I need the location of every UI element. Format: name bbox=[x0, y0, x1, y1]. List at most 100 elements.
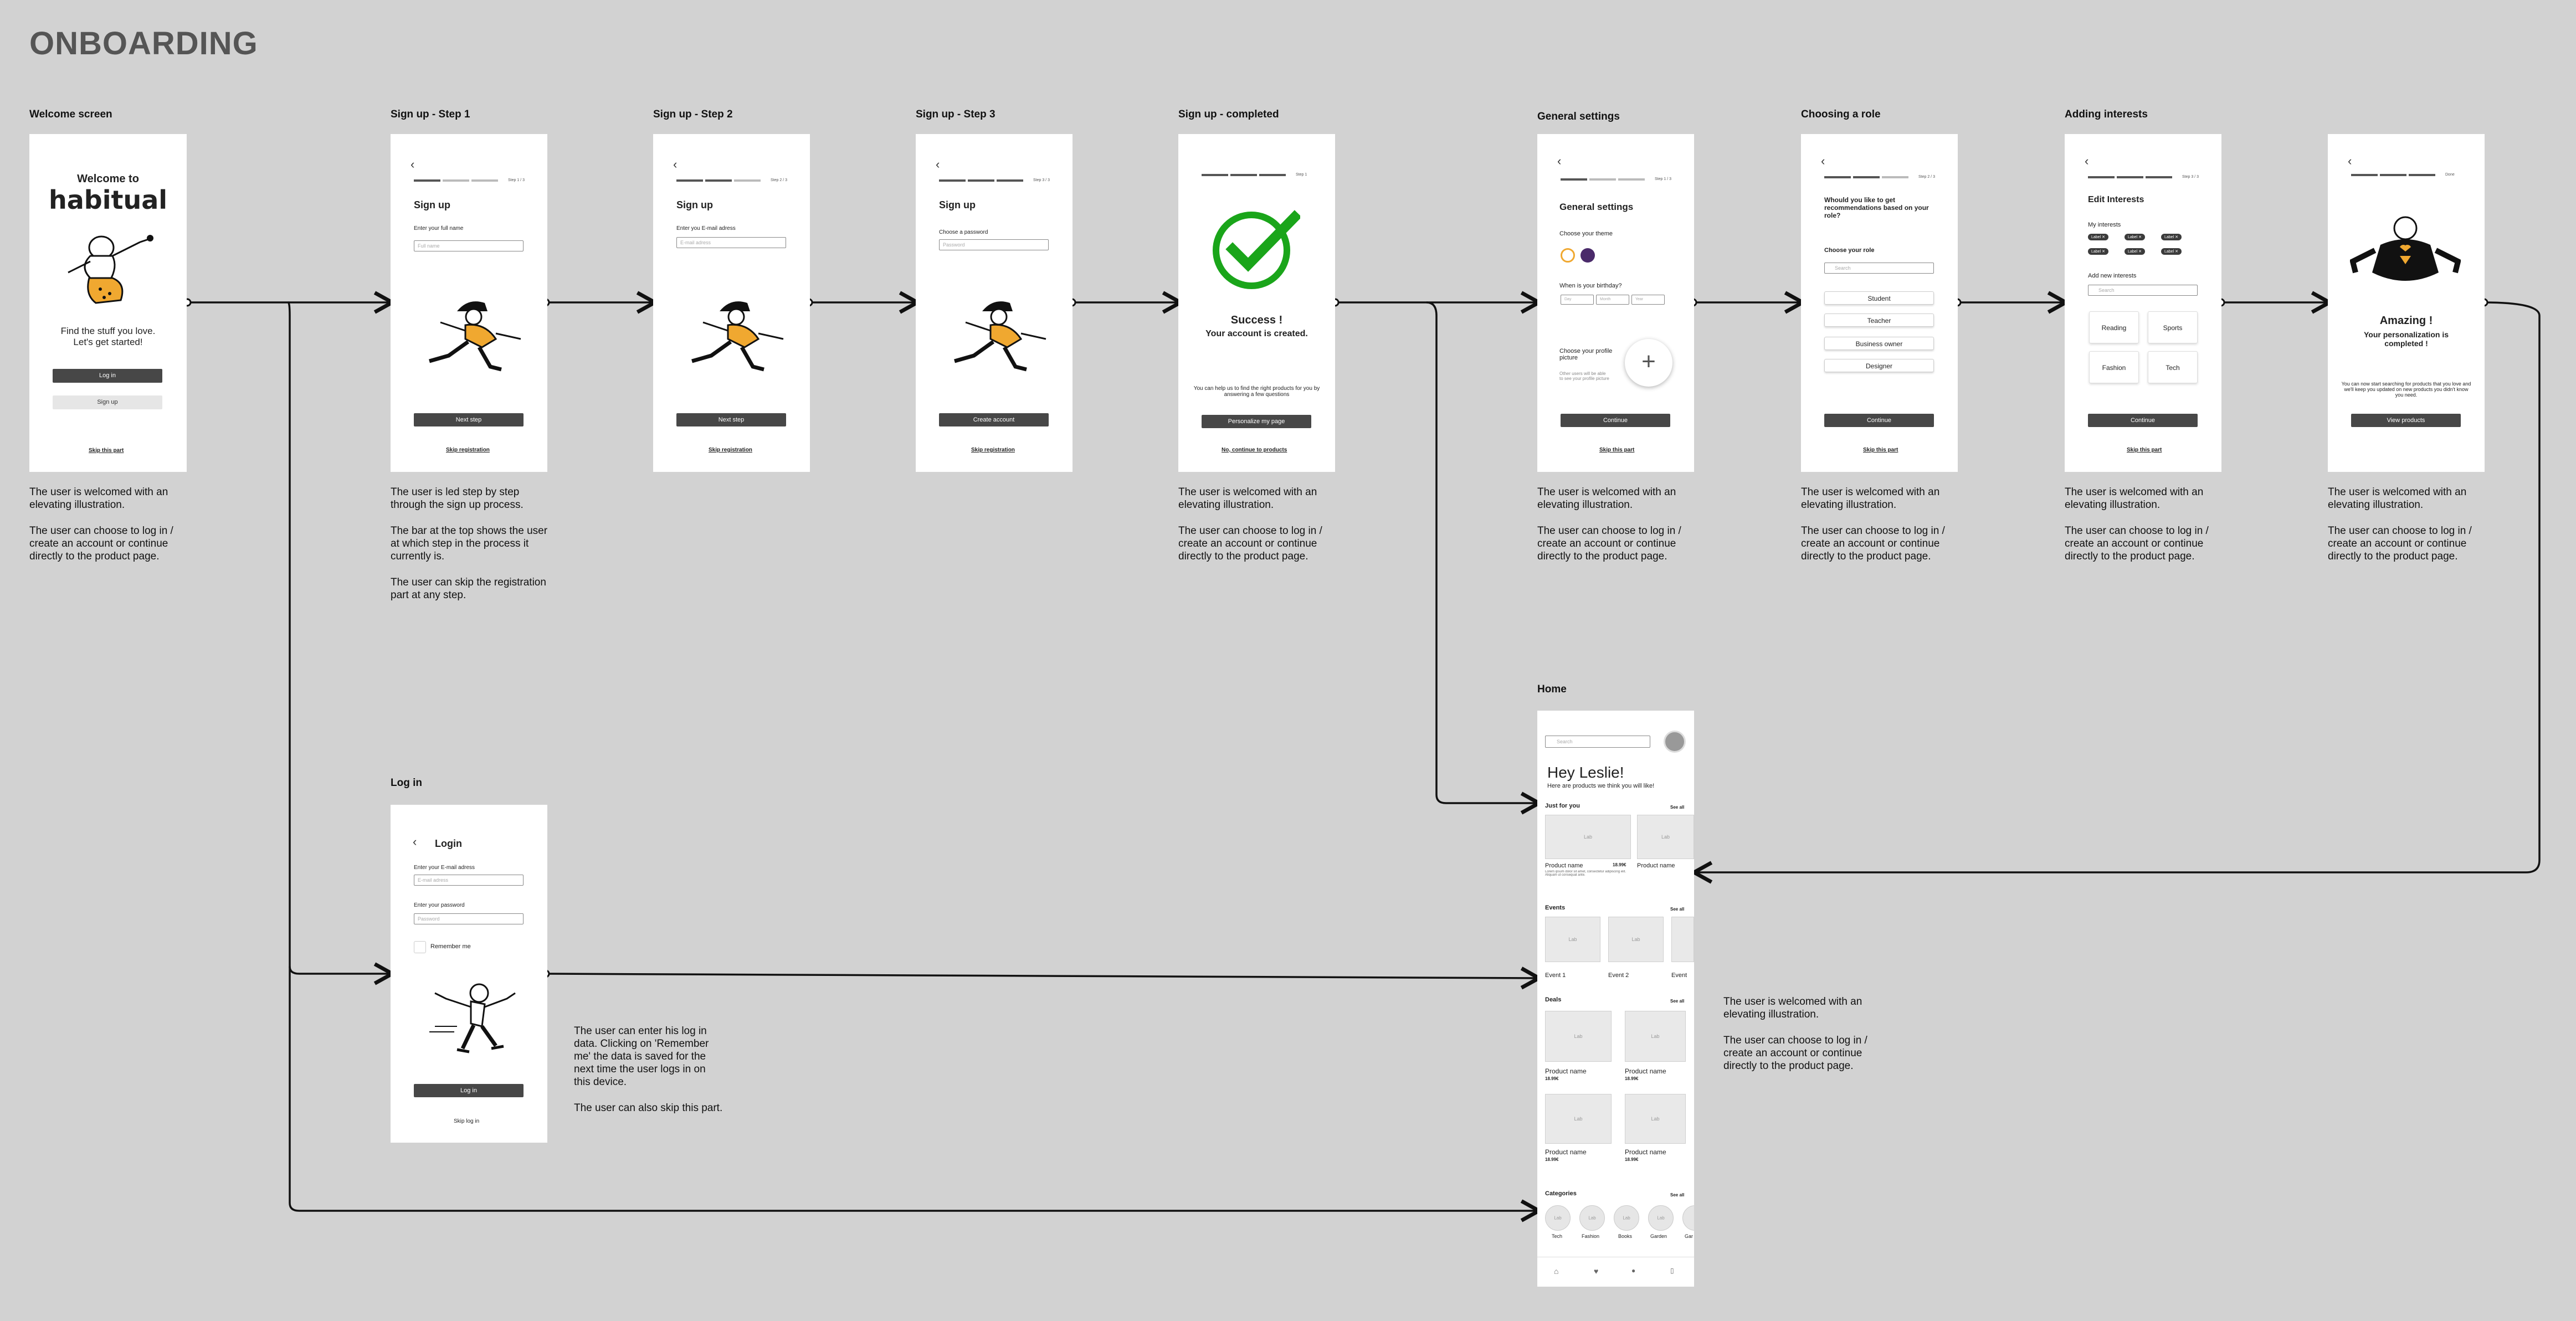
deal-image[interactable]: Lab bbox=[1545, 1094, 1612, 1144]
create-account-button[interactable]: Create account bbox=[939, 413, 1049, 426]
interest-chip[interactable]: Label ✕ bbox=[2161, 234, 2182, 240]
welcome-login-button[interactable]: Log in bbox=[53, 369, 162, 383]
email-input[interactable]: E-mail adress bbox=[676, 237, 786, 248]
skip-registration-link[interactable]: Skip registration bbox=[446, 447, 490, 453]
skip-link[interactable]: Skip this part bbox=[2127, 447, 2162, 453]
skip-link[interactable]: Skip this part bbox=[1599, 447, 1635, 453]
interest-card[interactable]: Fashion bbox=[2089, 351, 2139, 383]
welcome-skip-link[interactable]: Skip this part bbox=[89, 448, 124, 454]
role-option[interactable]: Business owner bbox=[1824, 337, 1934, 350]
runner-illustration bbox=[429, 301, 521, 372]
remember-me-checkbox[interactable] bbox=[414, 941, 426, 953]
chip-label: Label bbox=[2091, 235, 2101, 239]
see-all-link[interactable]: See all bbox=[1670, 907, 1685, 912]
category-tech[interactable]: Lab bbox=[1545, 1205, 1571, 1231]
progress-segment bbox=[968, 179, 994, 182]
category-fashion[interactable]: Lab bbox=[1579, 1205, 1605, 1231]
next-step-button[interactable]: Next step bbox=[676, 413, 786, 426]
interest-chip[interactable]: Label ✕ bbox=[2125, 248, 2145, 255]
next-step-button[interactable]: Next step bbox=[414, 413, 524, 426]
interests-search-input[interactable]: Search bbox=[2088, 285, 2198, 296]
password-input[interactable]: Password bbox=[939, 239, 1049, 250]
category-books[interactable]: Lab bbox=[1614, 1205, 1639, 1231]
back-icon[interactable]: ‹ bbox=[1557, 154, 1562, 168]
progress-segment bbox=[1853, 176, 1880, 178]
image-placeholder-label: Lab bbox=[1623, 1215, 1630, 1221]
event-name: Event bbox=[1671, 972, 1687, 979]
theme-light-option[interactable] bbox=[1561, 248, 1575, 263]
back-icon[interactable]: ‹ bbox=[2348, 154, 2352, 168]
user-icon[interactable]: ● bbox=[1631, 1267, 1636, 1274]
interest-card[interactable]: Reading bbox=[2089, 311, 2139, 343]
continue-products-link[interactable]: No, continue to products bbox=[1222, 447, 1287, 453]
continue-button[interactable]: Continue bbox=[2088, 414, 2198, 427]
deal-image[interactable]: Lab bbox=[1625, 1094, 1686, 1144]
product-price: 18.99€ bbox=[1545, 1076, 1559, 1081]
chip-label: Label bbox=[2128, 235, 2138, 239]
role-option[interactable]: Teacher bbox=[1824, 313, 1934, 327]
back-icon[interactable]: ‹ bbox=[936, 157, 940, 171]
login-button[interactable]: Log in bbox=[414, 1084, 524, 1097]
product-image[interactable]: Lab bbox=[1545, 815, 1631, 859]
desc-text: The user can choose to log in / create a… bbox=[1178, 525, 1322, 562]
skip-link[interactable]: Skip this part bbox=[1863, 447, 1898, 453]
interest-chip[interactable]: Label ✕ bbox=[2088, 248, 2108, 255]
cart-icon[interactable]: ▯ bbox=[1670, 1267, 1674, 1274]
theme-dark-option[interactable] bbox=[1581, 248, 1595, 263]
frame-label-step2: Sign up - Step 2 bbox=[653, 109, 733, 120]
personalize-button[interactable]: Personalize my page bbox=[1202, 415, 1311, 428]
progress-segment bbox=[443, 179, 469, 182]
category-more[interactable] bbox=[1682, 1205, 1694, 1231]
interest-card[interactable]: Tech bbox=[2148, 351, 2198, 383]
role-search-input[interactable]: Search bbox=[1824, 263, 1934, 274]
home-search-input[interactable]: Search bbox=[1545, 736, 1650, 748]
back-icon[interactable]: ‹ bbox=[1821, 154, 1825, 168]
skip-registration-link[interactable]: Skip registration bbox=[971, 447, 1015, 453]
continue-button[interactable]: Continue bbox=[1824, 414, 1934, 427]
birthday-day-select[interactable]: Day bbox=[1561, 295, 1594, 305]
login-email-input[interactable]: E-mail adress bbox=[414, 875, 524, 886]
category-garden[interactable]: Lab bbox=[1648, 1205, 1674, 1231]
event-image[interactable]: Lab bbox=[1608, 917, 1664, 962]
birthday-month-select[interactable]: Month bbox=[1596, 295, 1629, 305]
interest-card[interactable]: Sports bbox=[2148, 311, 2198, 343]
home-icon[interactable]: ⌂ bbox=[1554, 1267, 1559, 1276]
role-option[interactable]: Student bbox=[1824, 291, 1934, 305]
see-all-link[interactable]: See all bbox=[1670, 1193, 1685, 1197]
welcome-signup-button[interactable]: Sign up bbox=[53, 395, 162, 409]
interest-chip[interactable]: Label ✕ bbox=[2125, 234, 2145, 240]
field-label: Enter your full name bbox=[414, 225, 464, 232]
event-image[interactable] bbox=[1671, 917, 1694, 962]
interest-chip[interactable]: Label ✕ bbox=[2088, 234, 2108, 240]
login-password-input[interactable]: Password bbox=[414, 913, 524, 924]
product-image[interactable]: Lab bbox=[1637, 815, 1694, 859]
skip-login-link[interactable]: Skip log in bbox=[454, 1118, 480, 1124]
deal-image[interactable]: Lab bbox=[1545, 1011, 1612, 1062]
progress-segment bbox=[997, 179, 1023, 182]
connector-completed-home bbox=[1426, 301, 1539, 803]
avatar[interactable] bbox=[1664, 731, 1686, 753]
deal-image[interactable]: Lab bbox=[1625, 1011, 1686, 1062]
step-indicator: Step 1 bbox=[1296, 173, 1307, 177]
skater-illustration bbox=[68, 235, 153, 304]
interest-chip[interactable]: Label ✕ bbox=[2161, 248, 2182, 255]
event-image[interactable]: Lab bbox=[1545, 917, 1600, 962]
desc-text: The user can choose to log in / create a… bbox=[1723, 1035, 1867, 1072]
back-icon[interactable]: ‹ bbox=[673, 157, 678, 171]
birthday-label: When is your birthday? bbox=[1559, 282, 1622, 289]
category-label: Fashion bbox=[1582, 1233, 1600, 1239]
birthday-year-select[interactable]: Year bbox=[1631, 295, 1665, 305]
heart-icon[interactable]: ♥ bbox=[1594, 1267, 1599, 1276]
progress-segment bbox=[2409, 174, 2435, 176]
add-photo-icon[interactable]: + bbox=[1625, 339, 1672, 387]
see-all-link[interactable]: See all bbox=[1670, 999, 1685, 1004]
role-option[interactable]: Designer bbox=[1824, 359, 1934, 372]
view-products-button[interactable]: View products bbox=[2351, 414, 2461, 427]
back-icon[interactable]: ‹ bbox=[2085, 154, 2089, 168]
back-icon[interactable]: ‹ bbox=[410, 157, 415, 171]
see-all-link[interactable]: See all bbox=[1670, 805, 1685, 810]
continue-button[interactable]: Continue bbox=[1561, 414, 1670, 427]
full-name-input[interactable]: Full name bbox=[414, 240, 524, 251]
back-icon[interactable]: ‹ bbox=[413, 835, 417, 849]
skip-registration-link[interactable]: Skip registration bbox=[709, 447, 752, 453]
